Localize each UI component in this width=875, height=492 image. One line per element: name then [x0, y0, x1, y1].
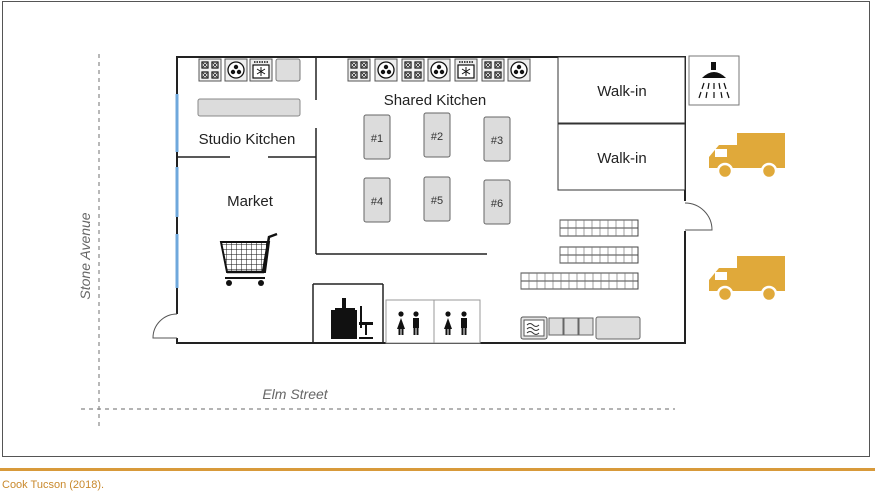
restroom-2	[433, 299, 481, 344]
shelf-rack	[559, 219, 639, 237]
prep-table-label: #2	[431, 131, 443, 143]
stove-icon	[481, 58, 505, 82]
fryer-icon	[374, 58, 398, 82]
walk-in-1	[557, 56, 686, 124]
west-door-gap	[175, 314, 180, 338]
stove-icon	[401, 58, 425, 82]
restroom-icon	[461, 311, 467, 335]
walk-in-2	[557, 123, 686, 191]
west-door-swing	[152, 313, 178, 339]
shared-kitchen-label: Shared Kitchen	[384, 92, 487, 109]
prep-table	[483, 179, 511, 225]
shelf-rack	[559, 246, 639, 264]
studio-counter-top	[275, 58, 301, 82]
shower-icon	[688, 55, 740, 106]
shared-appliance-row	[347, 58, 531, 82]
source-caption: Cook Tucson (2018).	[2, 479, 105, 491]
delivery-truck-icon	[709, 133, 785, 180]
fryer-icon	[507, 58, 531, 82]
shopping-cart-icon	[219, 232, 278, 286]
office-desk-icon	[331, 298, 373, 339]
stove-icon	[198, 58, 222, 82]
prep-table-label: #4	[371, 196, 383, 208]
restroom-icon	[397, 311, 405, 335]
restroom-1	[385, 299, 435, 344]
walk-in-1-label: Walk-in	[597, 83, 646, 100]
walk-in-2-label: Walk-in	[597, 150, 646, 167]
east-door-swing	[684, 202, 713, 231]
prep-table-label: #1	[371, 133, 383, 145]
prep-table	[423, 176, 451, 222]
prep-table	[483, 116, 511, 162]
bin-3	[578, 317, 594, 336]
fryer-icon	[224, 58, 248, 82]
stove-icon	[347, 58, 371, 82]
bin-1	[548, 317, 564, 336]
floor-plan: Stone Avenue Elm Street Walk-in Walk-in …	[77, 54, 785, 427]
bin-2	[563, 317, 579, 336]
east-door-gap	[682, 201, 687, 231]
restroom-icon	[413, 311, 419, 335]
side-counter	[595, 316, 641, 340]
stone-avenue-label: Stone Avenue	[77, 212, 93, 299]
prep-table-label: #6	[491, 198, 503, 210]
studio-appliance-row	[198, 58, 301, 82]
delivery-truck-icon	[709, 256, 785, 303]
elm-street-label: Elm Street	[262, 386, 328, 402]
prep-table-label: #5	[431, 195, 443, 207]
prep-table-label: #3	[491, 135, 503, 147]
prep-tables: #1 #2 #3 #4 #5 #6	[363, 112, 511, 225]
market-label: Market	[227, 193, 274, 210]
prep-table	[363, 177, 391, 223]
caption-divider	[0, 468, 875, 471]
fryer-icon	[427, 58, 451, 82]
prep-table	[363, 114, 391, 160]
oven-icon	[454, 58, 478, 82]
studio-kitchen-label: Studio Kitchen	[199, 131, 296, 148]
diagram-frame: Stone Avenue Elm Street Walk-in Walk-in …	[2, 1, 870, 457]
oven-icon	[249, 58, 273, 82]
shelf-rack	[520, 272, 639, 290]
studio-counter	[197, 98, 301, 117]
restroom-icon	[444, 311, 452, 335]
storage-racks	[520, 219, 639, 290]
prep-table	[423, 112, 451, 158]
microwave-icon	[520, 316, 548, 340]
